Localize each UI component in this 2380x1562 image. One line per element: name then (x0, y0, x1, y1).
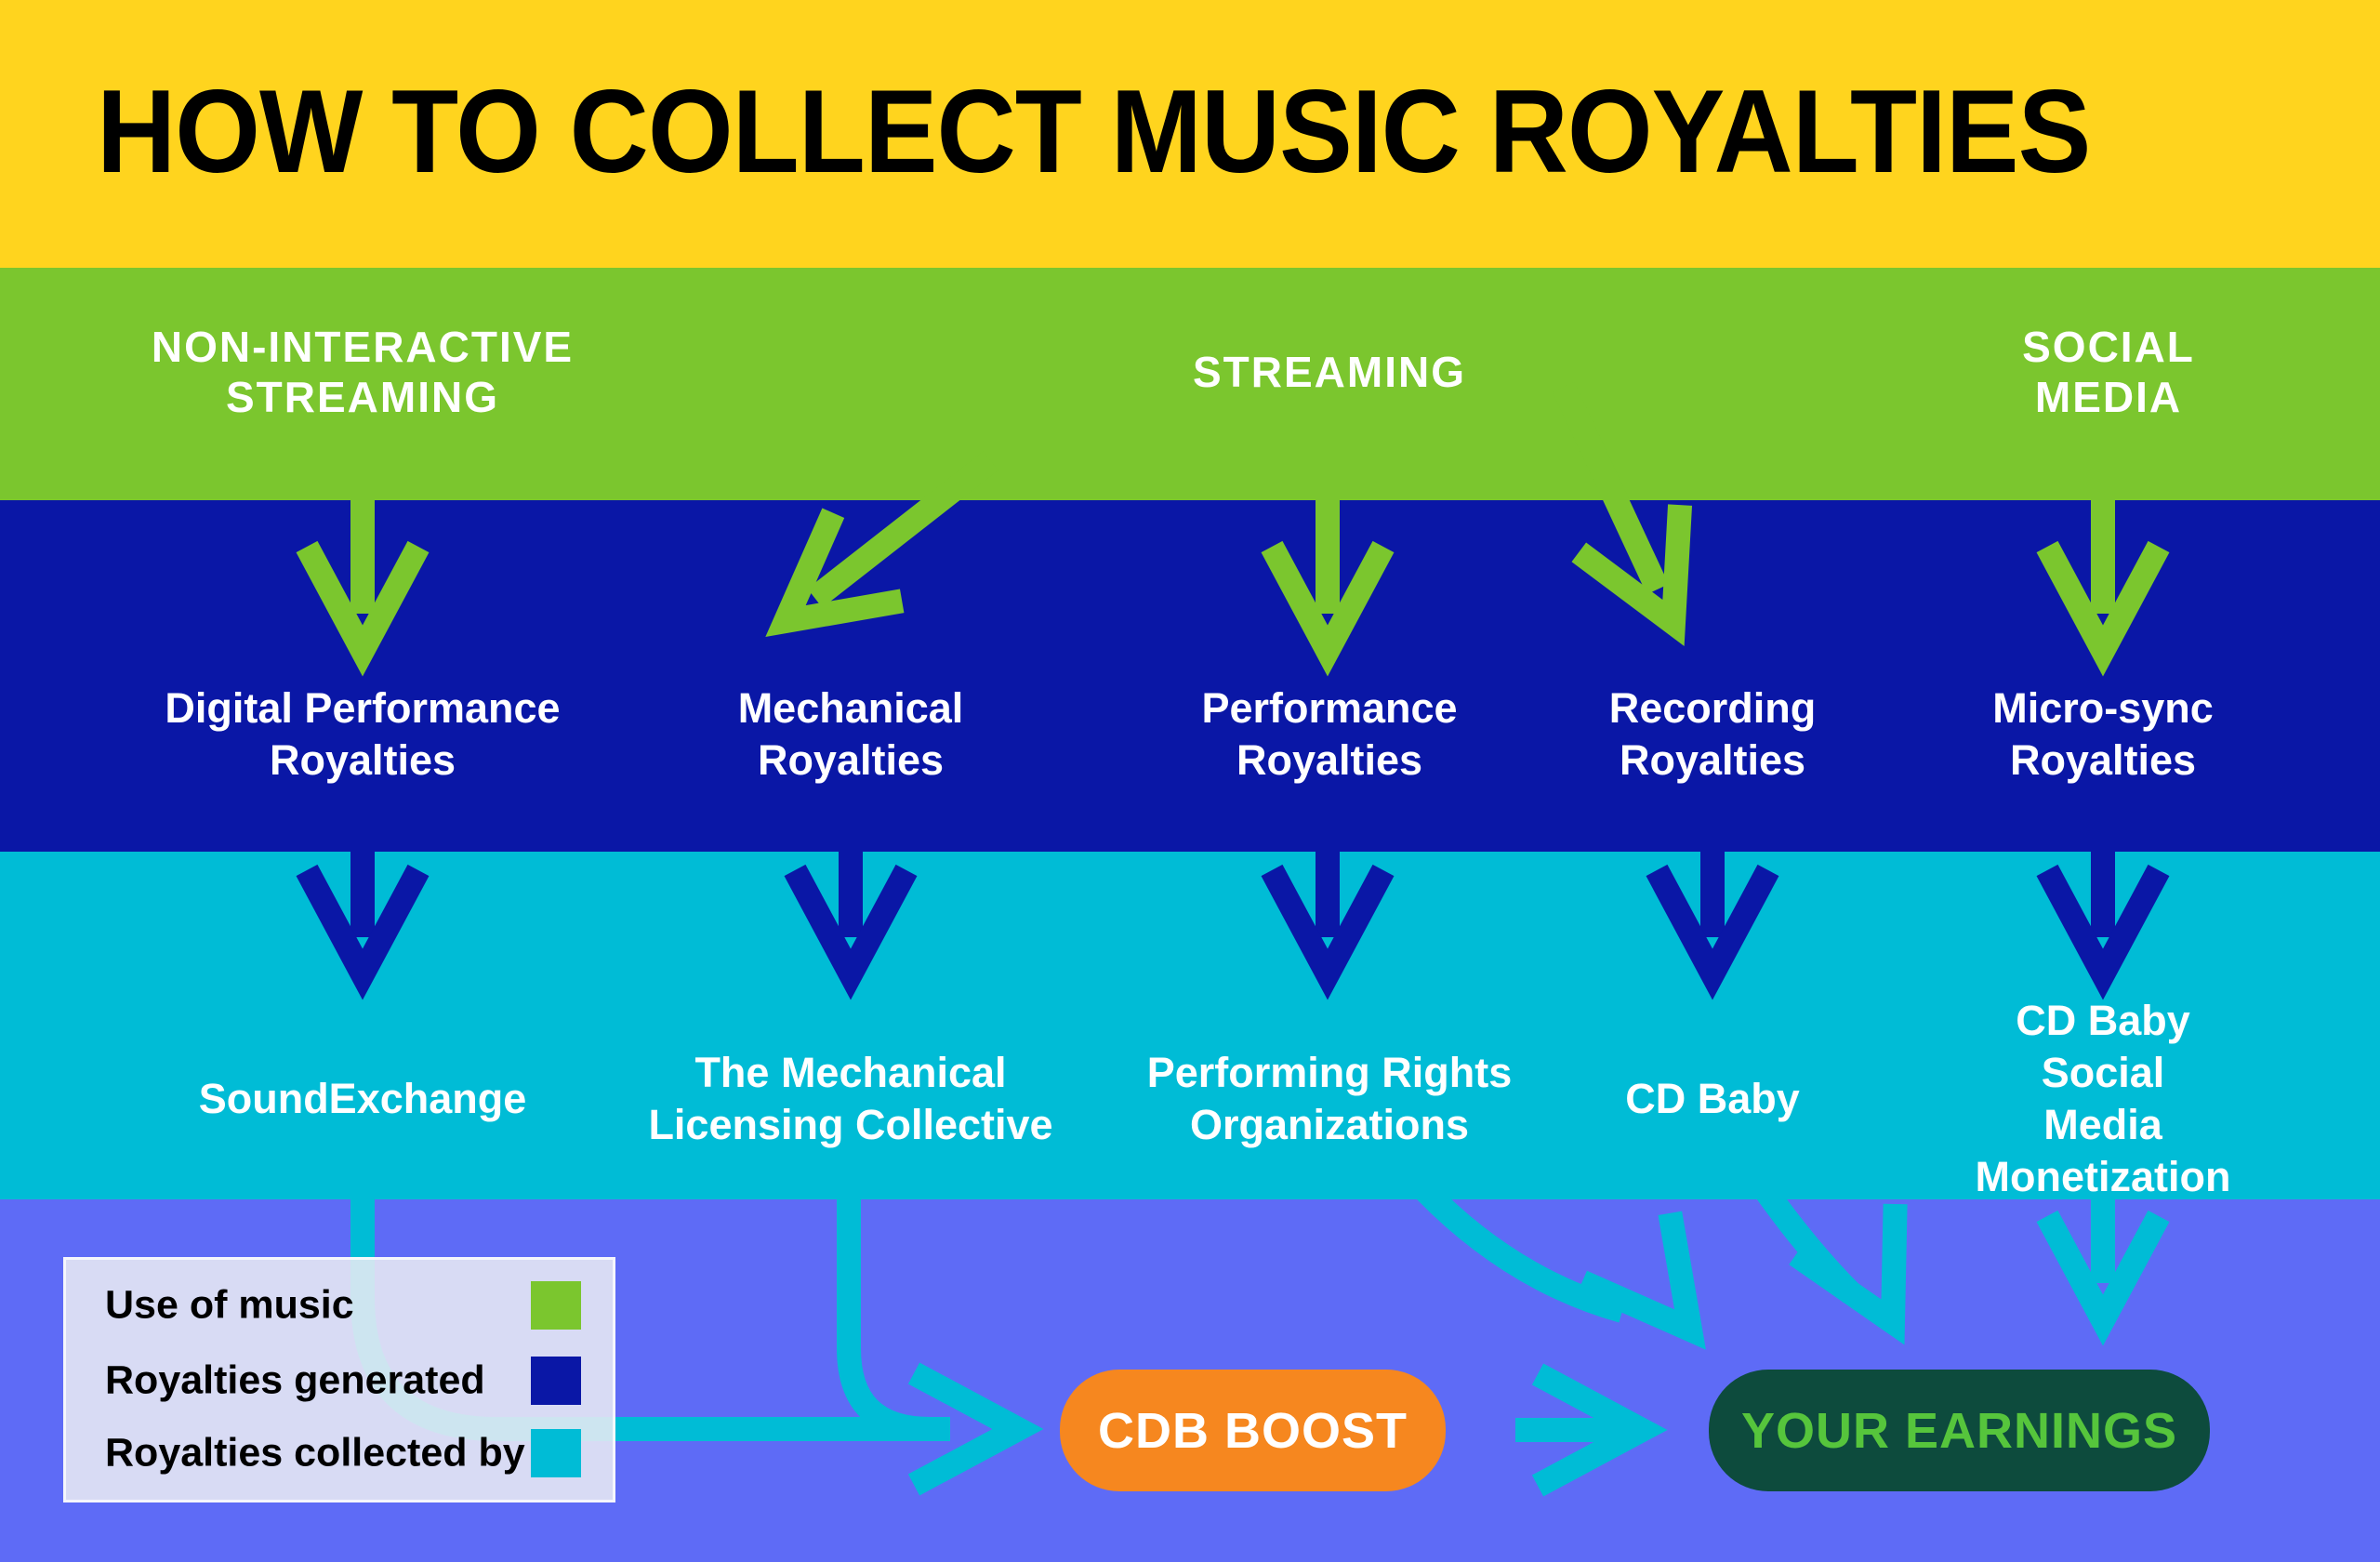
arrow-streaming-to-recording-icon (1513, 364, 1724, 646)
header-band (0, 0, 2380, 268)
legend-item-royalties-collected: Royalties collected by (66, 1429, 613, 1477)
royalty-mechanical: Mechanical Royalties (737, 684, 964, 784)
arrow-cdbaby-to-earnings-icon (1726, 1141, 1942, 1347)
royalty-digital-performance: Digital Performance Royalties (165, 684, 561, 784)
arrow-mechanical-to-mlc-icon (795, 812, 906, 974)
royalties-generated-band (0, 500, 2380, 852)
category-social-media: SOCIAL MEDIA (2022, 323, 2195, 421)
legend-label: Royalties generated (105, 1357, 485, 1403)
collector-cd-baby-social: CD Baby Social Media Monetization (1975, 997, 2231, 1200)
legend: Use of music Royalties generated Royalti… (63, 1257, 615, 1502)
arrow-streaming-to-performance-icon (1272, 488, 1383, 651)
cdb-boost-badge: CDB BOOST (1060, 1370, 1446, 1491)
green-swatch-icon (531, 1281, 581, 1330)
collector-pro: Performing Rights Organizations (1146, 1049, 1513, 1148)
category-streaming: STREAMING (1193, 348, 1466, 396)
arrow-noninteractive-to-digital-icon (307, 488, 418, 651)
arrow-performance-to-pro-icon (1272, 812, 1383, 974)
arrow-social-to-microsync-icon (2047, 488, 2159, 651)
collector-cd-baby: CD Baby (1625, 1075, 1800, 1122)
your-earnings-badge: YOUR EARNINGS (1709, 1370, 2210, 1491)
collector-soundexchange: SoundExchange (198, 1075, 527, 1122)
legend-label: Use of music (105, 1282, 354, 1328)
arrow-digital-to-soundexchange-icon (307, 812, 418, 974)
page-title: HOW TO COLLECT MUSIC ROYALTIES (97, 65, 2091, 199)
arrow-mlc-to-boost-icon (837, 1162, 931, 1441)
royalty-micro-sync: Micro-sync Royalties (1992, 684, 2214, 784)
royalty-performance: Performance Royalties (1201, 684, 1458, 784)
arrow-streaming-to-mechanical-icon (751, 417, 1025, 665)
use-of-music-band (0, 268, 2380, 500)
arrow-microsync-to-cdbsocial-icon (2047, 812, 2159, 974)
arrow-boost-to-earnings-icon (1515, 1374, 1642, 1486)
legend-item-royalties-generated: Royalties generated (66, 1357, 613, 1405)
arrow-pro-to-earnings-icon (1356, 1113, 1734, 1364)
cyan-swatch-icon (531, 1429, 581, 1477)
legend-label: Royalties collected by (105, 1430, 525, 1476)
legend-item-use-of-music: Use of music (66, 1281, 613, 1330)
collector-mlc: The Mechanical Licensing Collective (648, 1049, 1053, 1148)
arrow-recording-to-cdbaby-icon (1657, 812, 1768, 974)
navy-swatch-icon (531, 1357, 581, 1405)
category-non-interactive-streaming: NON-INTERACTIVE STREAMING (151, 323, 575, 421)
royalty-recording: Recording Royalties (1608, 684, 1817, 784)
